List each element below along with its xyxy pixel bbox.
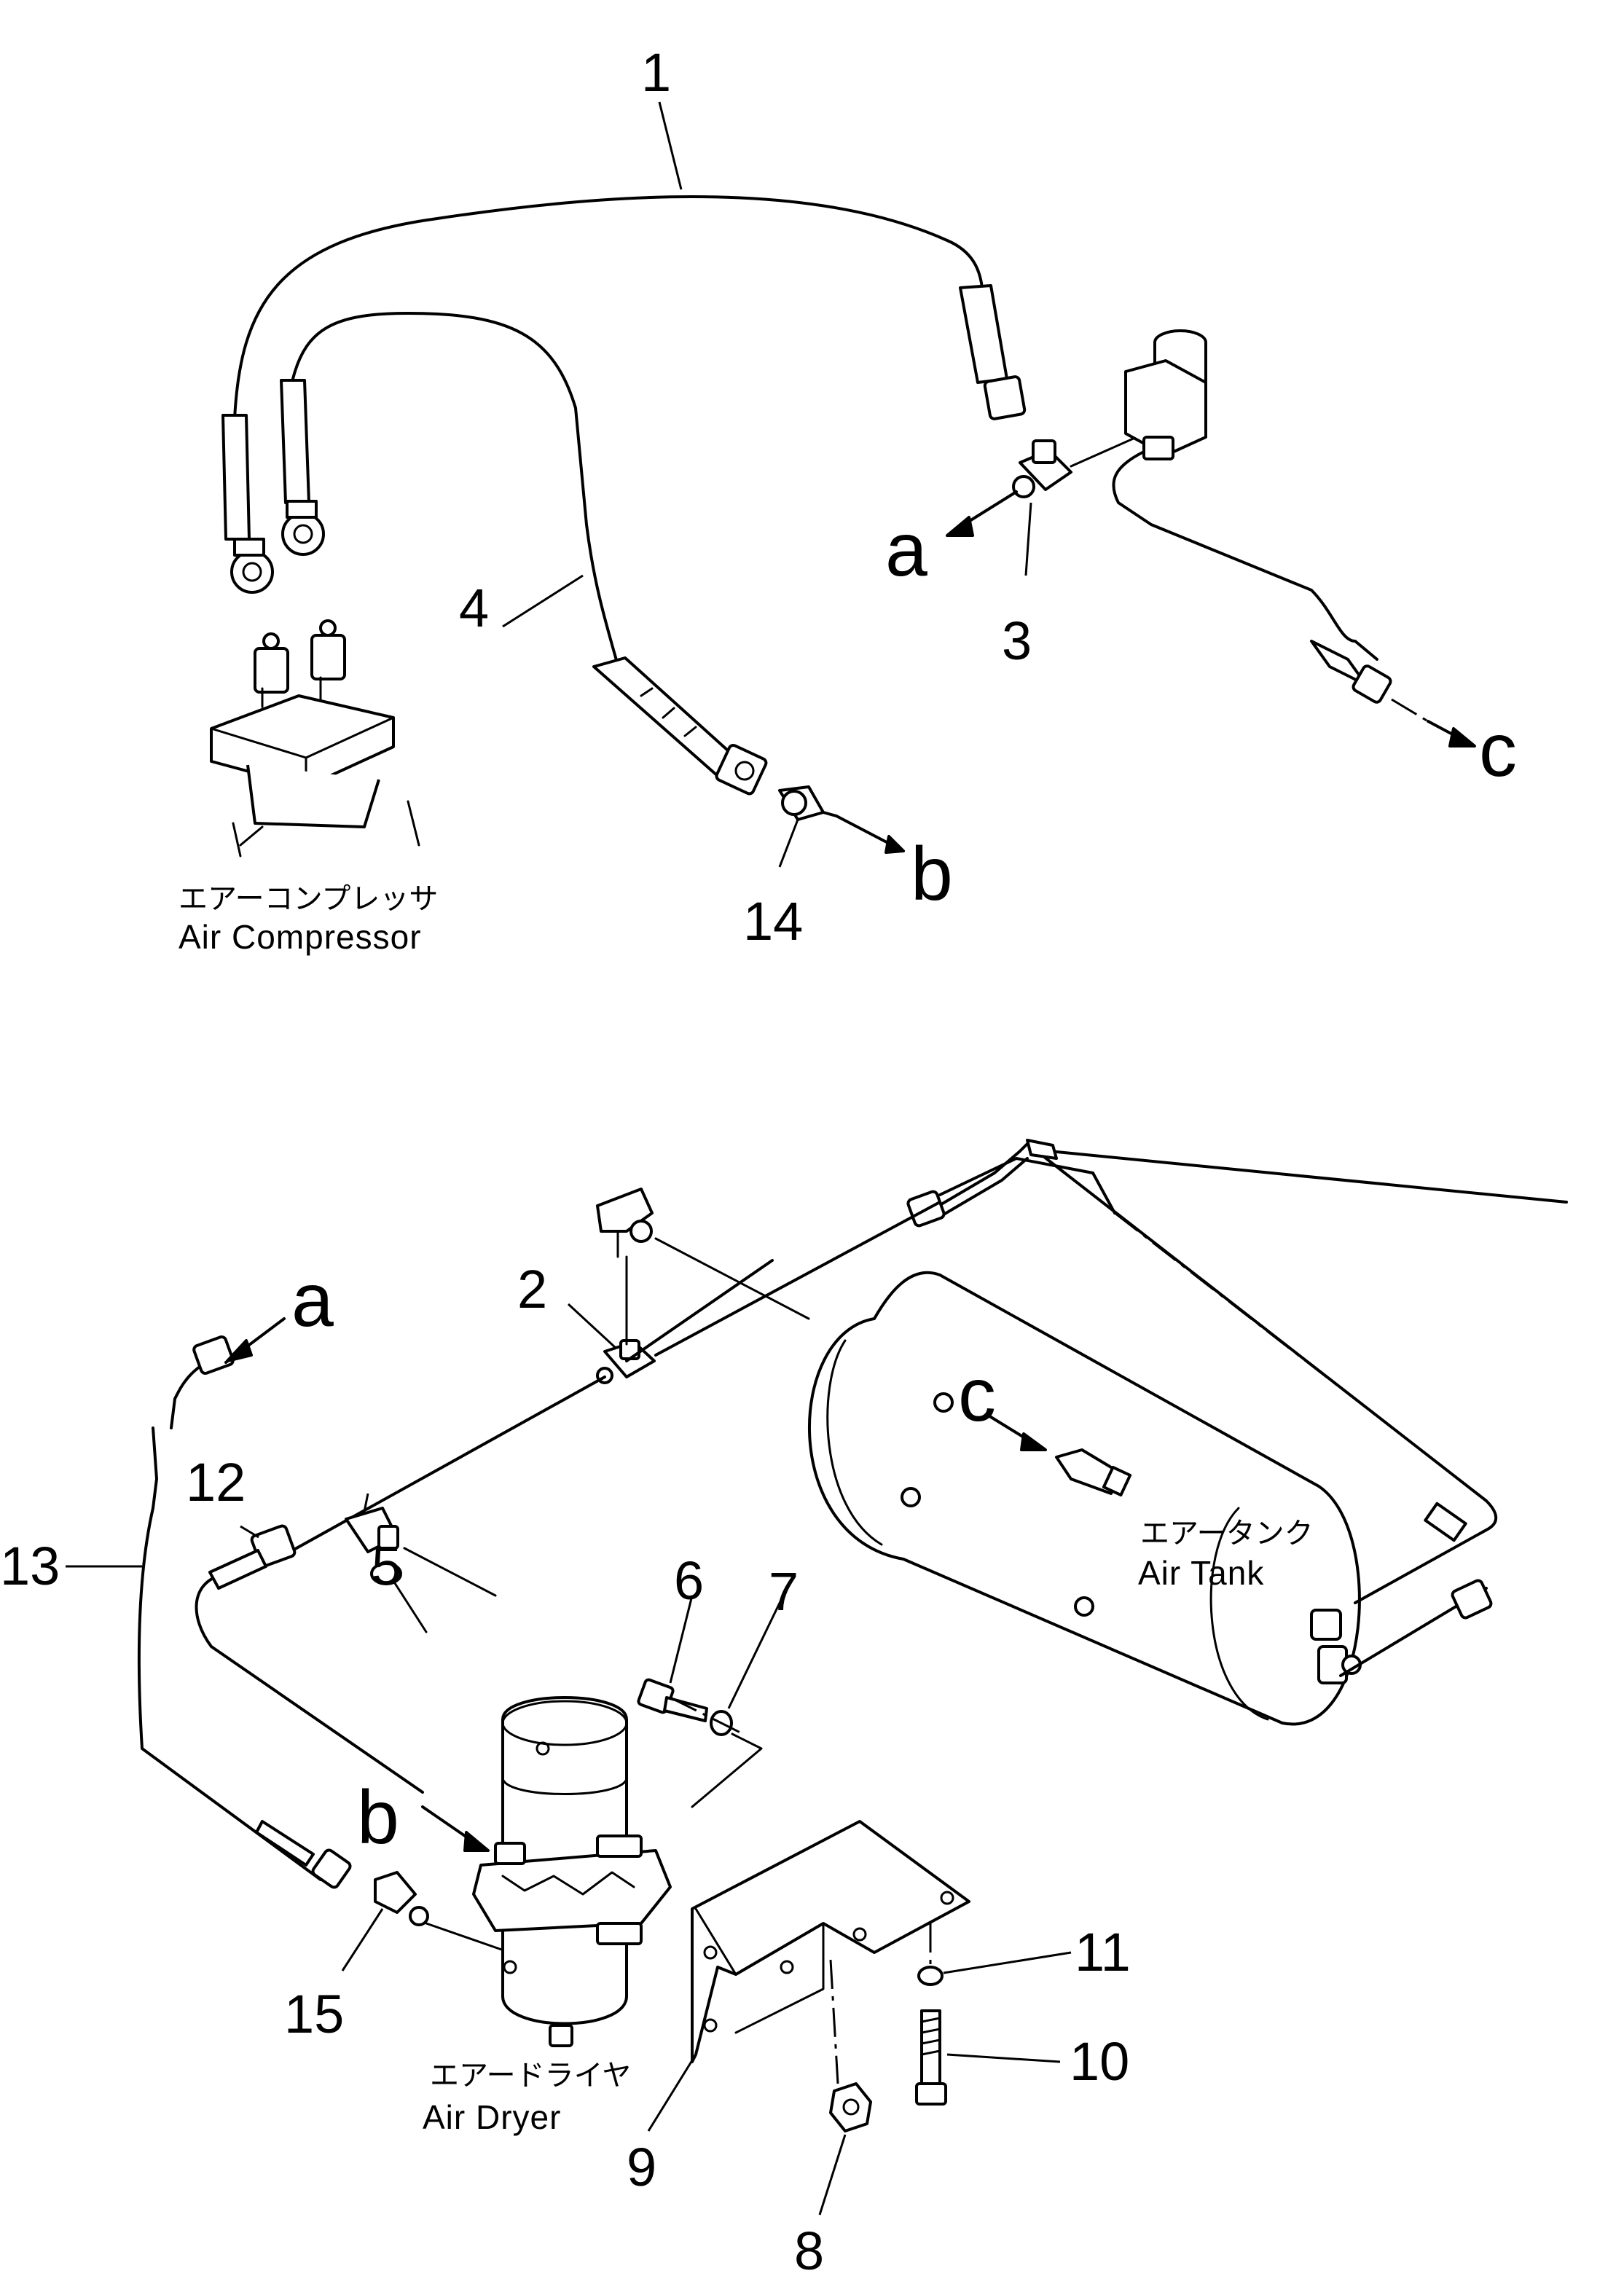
air-tank (808, 1271, 1361, 1726)
governor-valve (1112, 329, 1392, 704)
chain-line-dryer-tank (670, 1696, 744, 1735)
connector-c-bottom: c (958, 1353, 996, 1437)
part-number-11: 11 (1075, 1922, 1131, 1982)
connector-c-top: c (1479, 708, 1517, 793)
part-number-4: 4 (459, 578, 489, 638)
hose-1 (221, 195, 1027, 672)
fitting-5 (345, 1507, 497, 1633)
nut-8 (829, 2082, 872, 2132)
part-number-14: 14 (743, 891, 803, 951)
label-air-compressor-en: Air Compressor (179, 918, 422, 956)
tank-upper-pipe (938, 1139, 1487, 1502)
part-number-1: 1 (641, 42, 671, 103)
part-number-10: 10 (1070, 2031, 1129, 2092)
bolt-6 (637, 1678, 708, 1722)
part-number-8: 8 (794, 2221, 824, 2276)
part-number-15: 15 (284, 1984, 344, 2044)
connector-b-bottom: b (357, 1775, 399, 1860)
part-number-5: 5 (372, 1536, 401, 1596)
air-dryer (472, 1696, 672, 2047)
washer-11 (917, 1923, 944, 1986)
connector-a-top: a (885, 508, 927, 592)
bracket-9 (691, 1820, 970, 2084)
part-number-3: 3 (1002, 611, 1032, 671)
part-number-7: 7 (769, 1561, 799, 1622)
top-leader-lines (502, 101, 1032, 868)
label-air-tank-jp: エアータンク (1140, 1517, 1314, 1550)
connector-a-bottom: a (291, 1258, 334, 1343)
tee-fitting-2 (596, 1188, 810, 1384)
part-number-12: 12 (186, 1452, 246, 1512)
tee-fitting-3 (1012, 436, 1138, 498)
tank-drain-valve (1310, 1609, 1362, 1684)
tank-return-pipe (906, 1142, 1568, 1677)
fitting-15 (374, 1871, 511, 1954)
bolt-10 (915, 2009, 947, 2106)
part-number-9: 9 (627, 2137, 656, 2197)
label-air-dryer-jp: エアードライヤ (430, 2059, 631, 2092)
bottom-leader-lines (66, 1303, 1072, 2216)
part-number-2: 2 (517, 1259, 547, 1319)
pipe-12-13 (137, 1201, 941, 1889)
hose-4 (592, 656, 768, 796)
part-number-6: 6 (674, 1550, 704, 1611)
connector-b-top: b (911, 832, 953, 917)
air-compressor (210, 619, 420, 858)
fitting-14 (778, 785, 905, 854)
label-air-compressor-jp: エアーコンプレッサ (179, 882, 438, 916)
chain-line-to-c-top (1391, 698, 1429, 723)
label-air-dryer-en: Air Dryer (423, 2098, 561, 2136)
part-number-13: 13 (0, 1536, 60, 1596)
label-air-tank-en: Air Tank (1138, 1554, 1264, 1592)
